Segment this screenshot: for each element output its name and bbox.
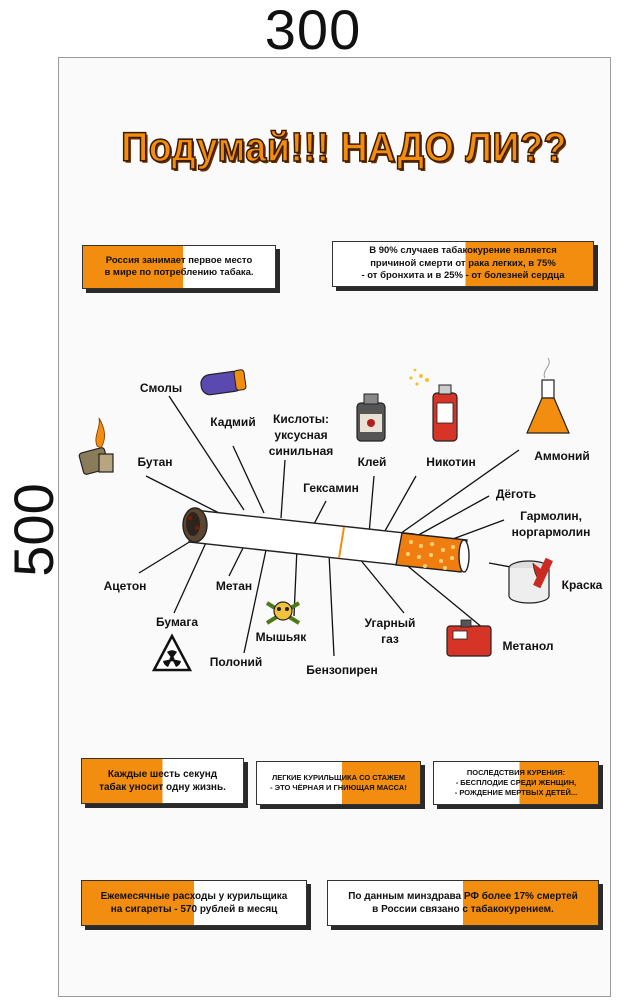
label-poloniy: Полоний <box>209 655 263 669</box>
label-kadmiy: Кадмий <box>210 415 256 429</box>
leader-kadmiy <box>232 445 265 514</box>
spray-can-icon <box>409 368 458 442</box>
glue-bottle-icon <box>356 393 386 442</box>
label-kraska: Краска <box>561 578 603 592</box>
fact-expenses: Ежемесячные расходы у курильщика на сига… <box>81 880 307 926</box>
label-geksamin: Гексамин <box>303 481 359 495</box>
label-metan: Метан <box>215 579 253 593</box>
paint-can-icon <box>508 557 553 604</box>
width-dimension-label: 300 <box>264 0 362 61</box>
leader-butan <box>145 475 220 514</box>
radiation-sign-icon <box>151 633 193 672</box>
flask-icon <box>526 357 570 434</box>
poison-skull-icon <box>265 601 301 625</box>
label-nikotin: Никотин <box>426 455 476 469</box>
label-smoly: Смолы <box>139 381 183 395</box>
leader-kisloty <box>280 459 286 519</box>
leader-poloniy <box>243 535 270 654</box>
fact-six-seconds: Каждые шесть секунд табак уносит одну жи… <box>81 758 244 804</box>
label-myshyak: Мышьяк <box>255 630 307 644</box>
fact-lungs: ЛЕГКИЕ КУРИЛЬЩИКА СО СТАЖЕМ - ЭТО ЧЁРНАЯ… <box>256 761 421 805</box>
methanol-canister-icon <box>446 619 492 657</box>
cadmium-battery-icon <box>200 369 247 396</box>
leader-nikotin <box>380 475 417 539</box>
label-aceton: Ацетон <box>103 579 147 593</box>
leader-lines <box>138 395 528 657</box>
fact-minzdrav: По данным минздрава РФ более 17% смертей… <box>327 880 599 926</box>
leader-benzopiren <box>328 553 335 657</box>
leader-geksamin <box>313 500 327 525</box>
height-dimension-label: 500 <box>2 483 65 577</box>
poster: Подумай!!! НАДО ЛИ?? Россия занимает пер… <box>58 57 611 997</box>
leader-ammoniy <box>396 449 520 537</box>
label-degot: Дёготь <box>495 487 537 501</box>
leader-smoly <box>168 395 245 511</box>
leader-metanol <box>403 562 490 634</box>
label-bumaga: Бумага <box>155 615 199 629</box>
cigarette-icon <box>182 507 470 573</box>
leader-klei <box>368 475 375 535</box>
label-ammoniy: Аммоний <box>534 449 590 463</box>
leader-bumaga <box>173 535 210 614</box>
label-benzopiren: Бензопирен <box>306 663 378 677</box>
cigarette-diagram <box>78 357 570 672</box>
label-garmolin: Гармолин, норгармолин <box>511 509 591 540</box>
poster-title: Подумай!!! НАДО ЛИ?? <box>120 123 567 171</box>
fact-consequences: ПОСЛЕДСТВИЯ КУРЕНИЯ: - БЕСПЛОДИЕ СРЕДИ Ж… <box>433 761 599 805</box>
fact-cancer: В 90% случаев табакокурение является при… <box>332 241 594 287</box>
lighter-icon <box>78 417 114 475</box>
leader-ugarny <box>358 557 405 614</box>
label-butan: Бутан <box>137 455 173 469</box>
label-ugarny: Угарный газ <box>364 616 416 647</box>
label-kisloty: Кислоты: уксусная синильная <box>268 412 334 459</box>
label-metanol: Метанол <box>502 639 554 653</box>
fact-russia-first: Россия занимает первое место в мире по п… <box>82 245 276 289</box>
label-klei: Клей <box>357 455 387 469</box>
